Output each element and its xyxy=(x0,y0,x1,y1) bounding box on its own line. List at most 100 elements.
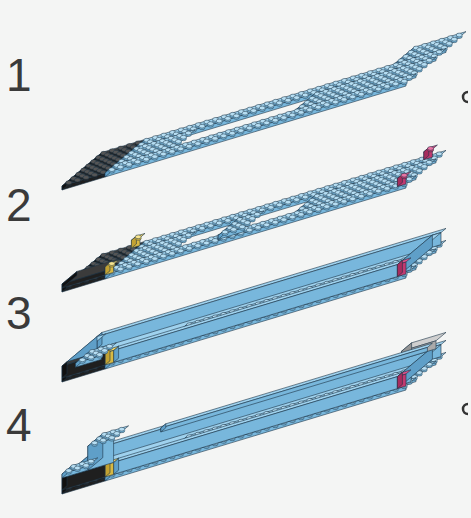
stud xyxy=(225,117,231,122)
stud-top xyxy=(109,168,115,172)
stud-top xyxy=(302,195,308,199)
stud-top xyxy=(436,152,442,156)
stud-top xyxy=(421,63,427,67)
stud-top xyxy=(233,114,239,118)
stud-top xyxy=(446,42,452,46)
stud-top xyxy=(175,242,181,246)
stud xyxy=(246,126,252,131)
stud-top xyxy=(294,96,300,100)
stud xyxy=(83,176,89,181)
stud xyxy=(175,242,181,247)
stud xyxy=(324,103,330,108)
stud-top xyxy=(160,152,166,156)
stud-top xyxy=(324,103,330,107)
stud xyxy=(92,173,98,178)
stud xyxy=(416,169,422,174)
stud xyxy=(285,98,291,103)
stud-top xyxy=(66,181,72,185)
stud-top xyxy=(276,101,282,105)
stud-top xyxy=(451,37,457,41)
stud xyxy=(426,160,432,165)
stud xyxy=(169,150,175,155)
stud-top xyxy=(276,203,282,207)
stud xyxy=(298,111,304,116)
stud-top xyxy=(255,124,261,128)
stud xyxy=(109,168,115,173)
cut-edge-mark xyxy=(463,404,468,414)
stud xyxy=(276,203,282,208)
stud-top xyxy=(225,117,231,121)
stud xyxy=(160,152,166,157)
stud-top xyxy=(401,79,407,83)
stud-top xyxy=(83,176,89,180)
stud xyxy=(281,116,287,121)
stud xyxy=(175,140,181,145)
stud-top xyxy=(285,200,291,204)
stud xyxy=(436,152,442,157)
stud-top xyxy=(375,87,381,91)
stud-top xyxy=(185,131,191,135)
stud xyxy=(307,108,313,113)
stud xyxy=(367,90,373,95)
stud-top xyxy=(436,50,442,54)
stud xyxy=(186,144,192,149)
stud-top xyxy=(384,85,390,89)
stud xyxy=(302,195,308,200)
stud xyxy=(117,165,123,170)
stud xyxy=(216,221,222,226)
stud xyxy=(143,157,149,162)
stud xyxy=(264,121,270,126)
stud xyxy=(74,178,80,183)
stud-top xyxy=(350,95,356,99)
stud-top xyxy=(180,135,186,139)
stud xyxy=(268,206,274,211)
stud xyxy=(416,67,422,72)
stud xyxy=(195,142,201,147)
stud-top xyxy=(298,111,304,115)
stud-top xyxy=(294,198,300,202)
stud-top xyxy=(281,116,287,120)
stud xyxy=(315,105,321,110)
stud xyxy=(180,135,186,140)
stud-top xyxy=(416,169,422,173)
stud-top xyxy=(264,121,270,125)
stud xyxy=(289,113,295,118)
stud xyxy=(178,147,184,152)
stud-top xyxy=(195,142,201,146)
stud-top xyxy=(175,140,181,144)
stud-top xyxy=(302,93,308,97)
stud-top xyxy=(421,165,427,169)
stud-top xyxy=(126,163,132,167)
stud-top xyxy=(225,219,231,223)
cut-edge-mark xyxy=(463,92,468,102)
stud xyxy=(268,104,274,109)
stud xyxy=(66,181,72,186)
stud xyxy=(436,50,442,55)
stud xyxy=(302,93,308,98)
stud xyxy=(185,131,191,136)
stud xyxy=(358,92,364,97)
stud xyxy=(233,114,239,119)
stud-top xyxy=(185,233,191,237)
stud xyxy=(221,134,227,139)
stud-top xyxy=(307,108,313,112)
stud xyxy=(259,106,265,111)
stud-top xyxy=(216,119,222,123)
stud-top xyxy=(242,111,248,115)
stud-top xyxy=(208,122,214,126)
stud xyxy=(208,224,214,229)
stud-top xyxy=(289,113,295,117)
stud-top xyxy=(268,104,274,108)
stud-top xyxy=(208,224,214,228)
stud xyxy=(242,111,248,116)
stud-top xyxy=(199,124,205,128)
stud-top xyxy=(315,105,321,109)
stud xyxy=(216,119,222,124)
stud xyxy=(285,200,291,205)
stud xyxy=(238,129,244,134)
stud-top xyxy=(426,58,432,62)
stud xyxy=(203,139,209,144)
stud-top xyxy=(272,118,278,122)
